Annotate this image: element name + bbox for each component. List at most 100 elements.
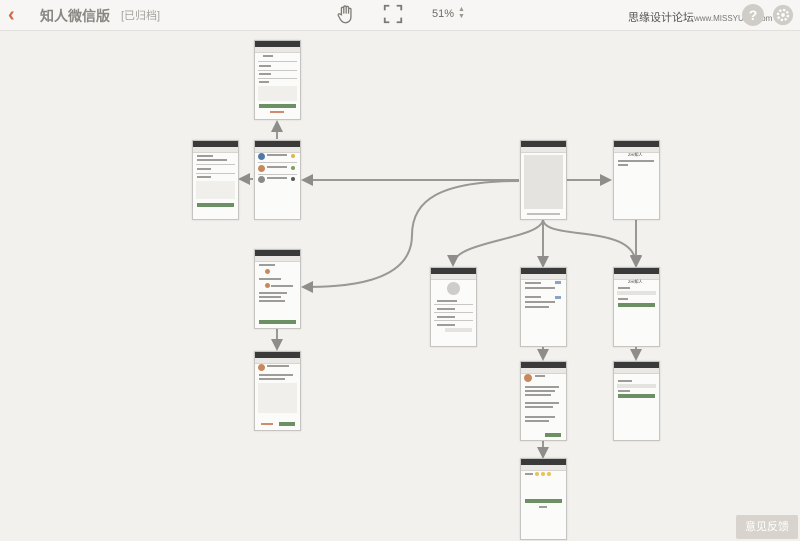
avatar — [258, 153, 265, 160]
screen-intro[interactable]: ZHI知人 — [613, 140, 660, 220]
back-chevron-icon[interactable]: ‹ — [8, 4, 15, 26]
text-line — [525, 282, 541, 284]
text-line — [525, 420, 549, 422]
screen-login[interactable]: ZHI知人 — [613, 267, 660, 347]
screen-message-detail[interactable] — [254, 351, 301, 431]
screen-contact-list[interactable] — [254, 140, 301, 220]
text-line — [535, 375, 545, 377]
text-line — [263, 55, 273, 57]
divider — [434, 304, 473, 305]
text-line — [525, 473, 533, 475]
text-line — [259, 81, 269, 83]
divider — [196, 164, 235, 165]
text-line — [197, 159, 227, 161]
zoom-level[interactable]: 51% — [432, 8, 455, 20]
status-bar — [255, 352, 300, 358]
screen-user-profile[interactable] — [430, 267, 477, 347]
status-dot — [291, 154, 295, 158]
input-box — [617, 291, 656, 295]
screen-header — [255, 358, 300, 364]
status-dot — [291, 177, 295, 181]
fit-screen-icon[interactable] — [382, 3, 404, 25]
screen-rating[interactable] — [520, 458, 567, 540]
text-line — [618, 287, 630, 289]
status-bar — [614, 362, 659, 368]
zoom-stepper-icon[interactable]: ▲▼ — [458, 6, 465, 20]
divider — [434, 320, 473, 321]
text-line — [525, 406, 553, 408]
submit-button — [259, 104, 296, 108]
text-line — [618, 298, 628, 300]
status-bar — [193, 141, 238, 147]
text-line — [259, 378, 285, 380]
divider — [258, 174, 297, 175]
screen-header — [614, 368, 659, 374]
screen-message-form[interactable] — [254, 249, 301, 329]
status-bar — [521, 268, 566, 274]
text-line — [259, 374, 293, 376]
status-bar — [255, 250, 300, 256]
text-line — [525, 287, 555, 289]
confirm-button — [279, 422, 295, 426]
login-button — [618, 303, 655, 307]
tab-bar — [527, 213, 560, 215]
screen-header — [521, 465, 566, 471]
text-line — [525, 386, 559, 388]
screen-profile-form[interactable] — [254, 40, 301, 120]
top-toolbar: ‹ 知人微信版 [已归档] 51% ▲▼ 思缘设计论坛www.MISSYUAN.… — [0, 0, 800, 31]
help-button[interactable]: ? — [742, 4, 764, 26]
screen-header — [255, 47, 300, 53]
screen-header — [255, 256, 300, 262]
text-line — [437, 300, 457, 302]
status-bar — [255, 141, 300, 147]
text-line — [525, 394, 551, 396]
logo-text: ZHI知人 — [628, 152, 643, 157]
gear-icon[interactable] — [772, 4, 794, 26]
text-line — [437, 316, 455, 318]
content-area — [524, 155, 563, 209]
text-line — [259, 296, 281, 298]
text-line — [525, 390, 555, 392]
cancel-button — [261, 423, 273, 425]
badge — [555, 296, 561, 299]
feedback-button[interactable]: 意见反馈 — [736, 515, 798, 539]
input-box — [445, 328, 472, 332]
screen-home[interactable] — [520, 140, 567, 220]
divider — [196, 173, 235, 174]
confirm-button — [618, 394, 655, 398]
screen-feed-list[interactable] — [520, 267, 567, 347]
text-line — [618, 164, 628, 166]
text-line — [437, 308, 455, 310]
text-line — [271, 285, 293, 287]
project-title: 知人微信版 — [40, 8, 110, 24]
submit-button — [525, 499, 562, 503]
text-line — [259, 300, 285, 302]
star-icon — [541, 472, 545, 476]
screen-password[interactable] — [613, 361, 660, 441]
input-box — [617, 384, 656, 388]
star-icon — [547, 472, 551, 476]
screen-edit-form[interactable] — [192, 140, 239, 220]
screen-header — [521, 274, 566, 280]
divider — [258, 162, 297, 163]
screen-header — [255, 147, 300, 153]
text-line — [267, 154, 287, 156]
logo-text: ZHI知人 — [628, 279, 643, 284]
screen-header — [431, 274, 476, 280]
text-line — [259, 264, 275, 266]
status-bar — [521, 141, 566, 147]
status-bar — [614, 268, 659, 274]
star-icon — [535, 472, 539, 476]
text-line — [259, 292, 287, 294]
status-bar — [521, 362, 566, 368]
textarea — [258, 383, 297, 413]
status-bar — [614, 141, 659, 147]
text-line — [267, 177, 287, 179]
hand-pan-icon[interactable] — [335, 3, 357, 25]
text-line — [259, 65, 271, 67]
text-line — [525, 306, 549, 308]
avatar — [447, 282, 460, 295]
screen-header — [193, 147, 238, 153]
screen-feed-detail[interactable] — [520, 361, 567, 441]
